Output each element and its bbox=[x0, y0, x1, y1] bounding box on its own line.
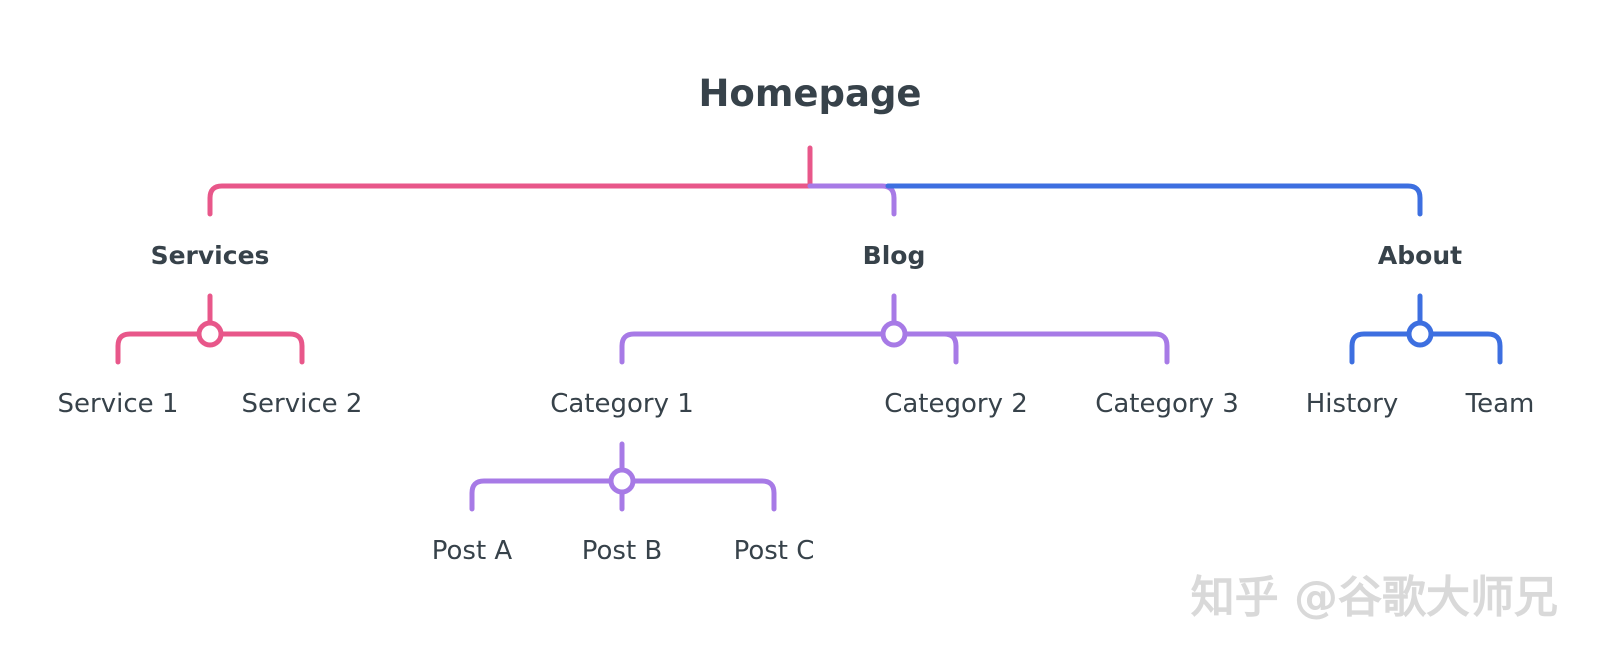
about-label: About bbox=[1378, 241, 1462, 270]
category1-junction-node bbox=[608, 467, 636, 495]
homepage-label: Homepage bbox=[698, 72, 921, 115]
services-label: Services bbox=[151, 241, 270, 270]
post-a-label: Post A bbox=[432, 536, 513, 566]
connector-blog-categories bbox=[619, 293, 1170, 365]
post-b-label: Post B bbox=[582, 536, 663, 566]
blog-label: Blog bbox=[863, 241, 926, 270]
category-1-label: Category 1 bbox=[550, 389, 694, 419]
connector-category1-posts bbox=[469, 441, 777, 512]
service-1-label: Service 1 bbox=[58, 389, 179, 419]
connector-home-about bbox=[885, 183, 1423, 217]
category-3-label: Category 3 bbox=[1095, 389, 1239, 419]
blog-junction-node bbox=[880, 320, 908, 348]
connector-services-children bbox=[115, 293, 305, 365]
service-2-label: Service 2 bbox=[242, 389, 363, 419]
connector-home-services bbox=[207, 145, 813, 217]
category-2-label: Category 2 bbox=[884, 389, 1028, 419]
connector-home-blog bbox=[807, 183, 897, 217]
history-label: History bbox=[1306, 389, 1399, 419]
team-label: Team bbox=[1465, 389, 1535, 419]
post-c-label: Post C bbox=[734, 536, 815, 566]
connector-about-children bbox=[1349, 293, 1503, 365]
about-junction-node bbox=[1406, 320, 1434, 348]
services-junction-node bbox=[196, 320, 224, 348]
watermark-text: 知乎 @谷歌大师兄 bbox=[1191, 572, 1558, 623]
